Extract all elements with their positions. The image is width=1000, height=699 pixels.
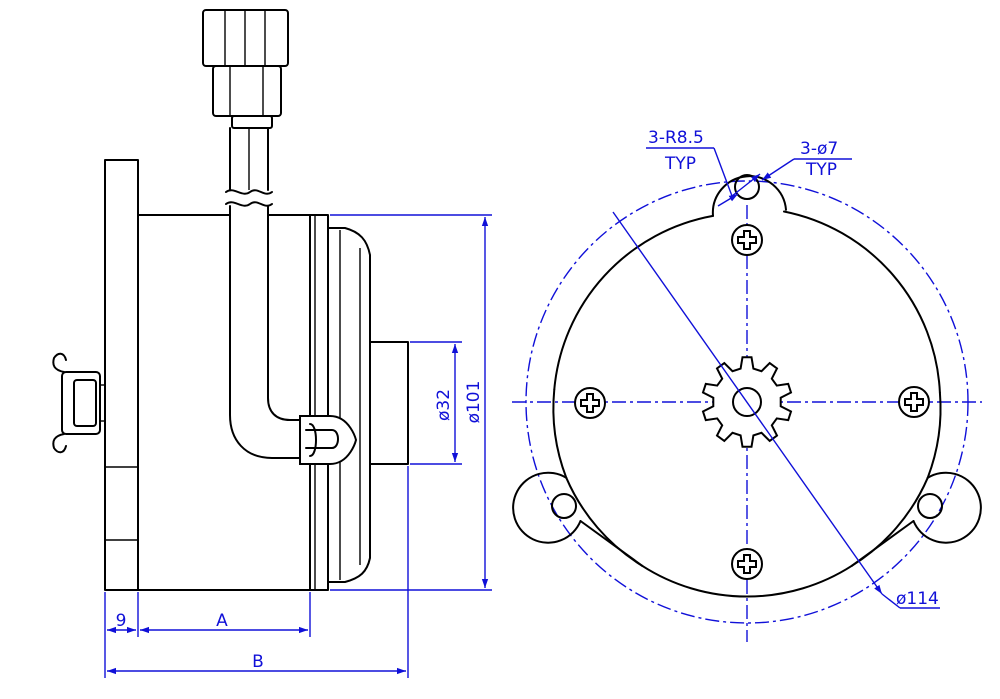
body-diameter-label: ø101 bbox=[464, 381, 484, 424]
dim-bolt-circle: ø114 bbox=[612, 211, 940, 609]
radius-qty-label: 3-R8.5 bbox=[648, 128, 704, 148]
length-a-label: A bbox=[216, 611, 228, 631]
wire-connector bbox=[202, 9, 289, 129]
boss-diameter-label: ø32 bbox=[434, 389, 454, 421]
hole-typ-label: TYP bbox=[805, 160, 837, 180]
bolt-circle-label: ø114 bbox=[896, 589, 939, 609]
motor-cable bbox=[225, 127, 358, 465]
side-view: ø32 ø101 9 A B bbox=[52, 9, 492, 678]
end-cap bbox=[327, 227, 371, 583]
mounting-hole-right bbox=[917, 493, 943, 519]
screw-right bbox=[898, 386, 930, 418]
motor-body bbox=[137, 214, 311, 591]
radius-typ-label: TYP bbox=[664, 154, 696, 174]
callout-radius: 3-R8.5 TYP bbox=[646, 128, 761, 197]
flange-outline bbox=[512, 175, 982, 598]
callout-hole: 3-ø7 TYP bbox=[717, 139, 852, 207]
screw-left bbox=[574, 387, 606, 419]
dim-length-a: 9 A bbox=[104, 592, 311, 678]
end-cap-rim bbox=[309, 214, 329, 591]
screw-top bbox=[731, 224, 763, 256]
cable-grommet bbox=[299, 415, 358, 465]
dim-body-diameter: ø101 bbox=[330, 214, 492, 591]
flange-thickness-label: 9 bbox=[116, 611, 127, 631]
screw-bottom bbox=[731, 548, 763, 580]
mounting-hole-left bbox=[551, 493, 577, 519]
length-b-label: B bbox=[252, 652, 264, 672]
mounting-hole-top bbox=[734, 174, 760, 200]
dim-boss-diameter: ø32 bbox=[410, 341, 462, 465]
rear-knob bbox=[52, 352, 105, 454]
dim-length-b: B bbox=[107, 466, 409, 678]
output-boss bbox=[369, 341, 409, 465]
hole-qty-label: 3-ø7 bbox=[800, 139, 838, 159]
front-view: ø114 3-R8.5 TYP 3-ø7 TYP bbox=[512, 128, 982, 642]
mounting-flange bbox=[104, 159, 139, 591]
